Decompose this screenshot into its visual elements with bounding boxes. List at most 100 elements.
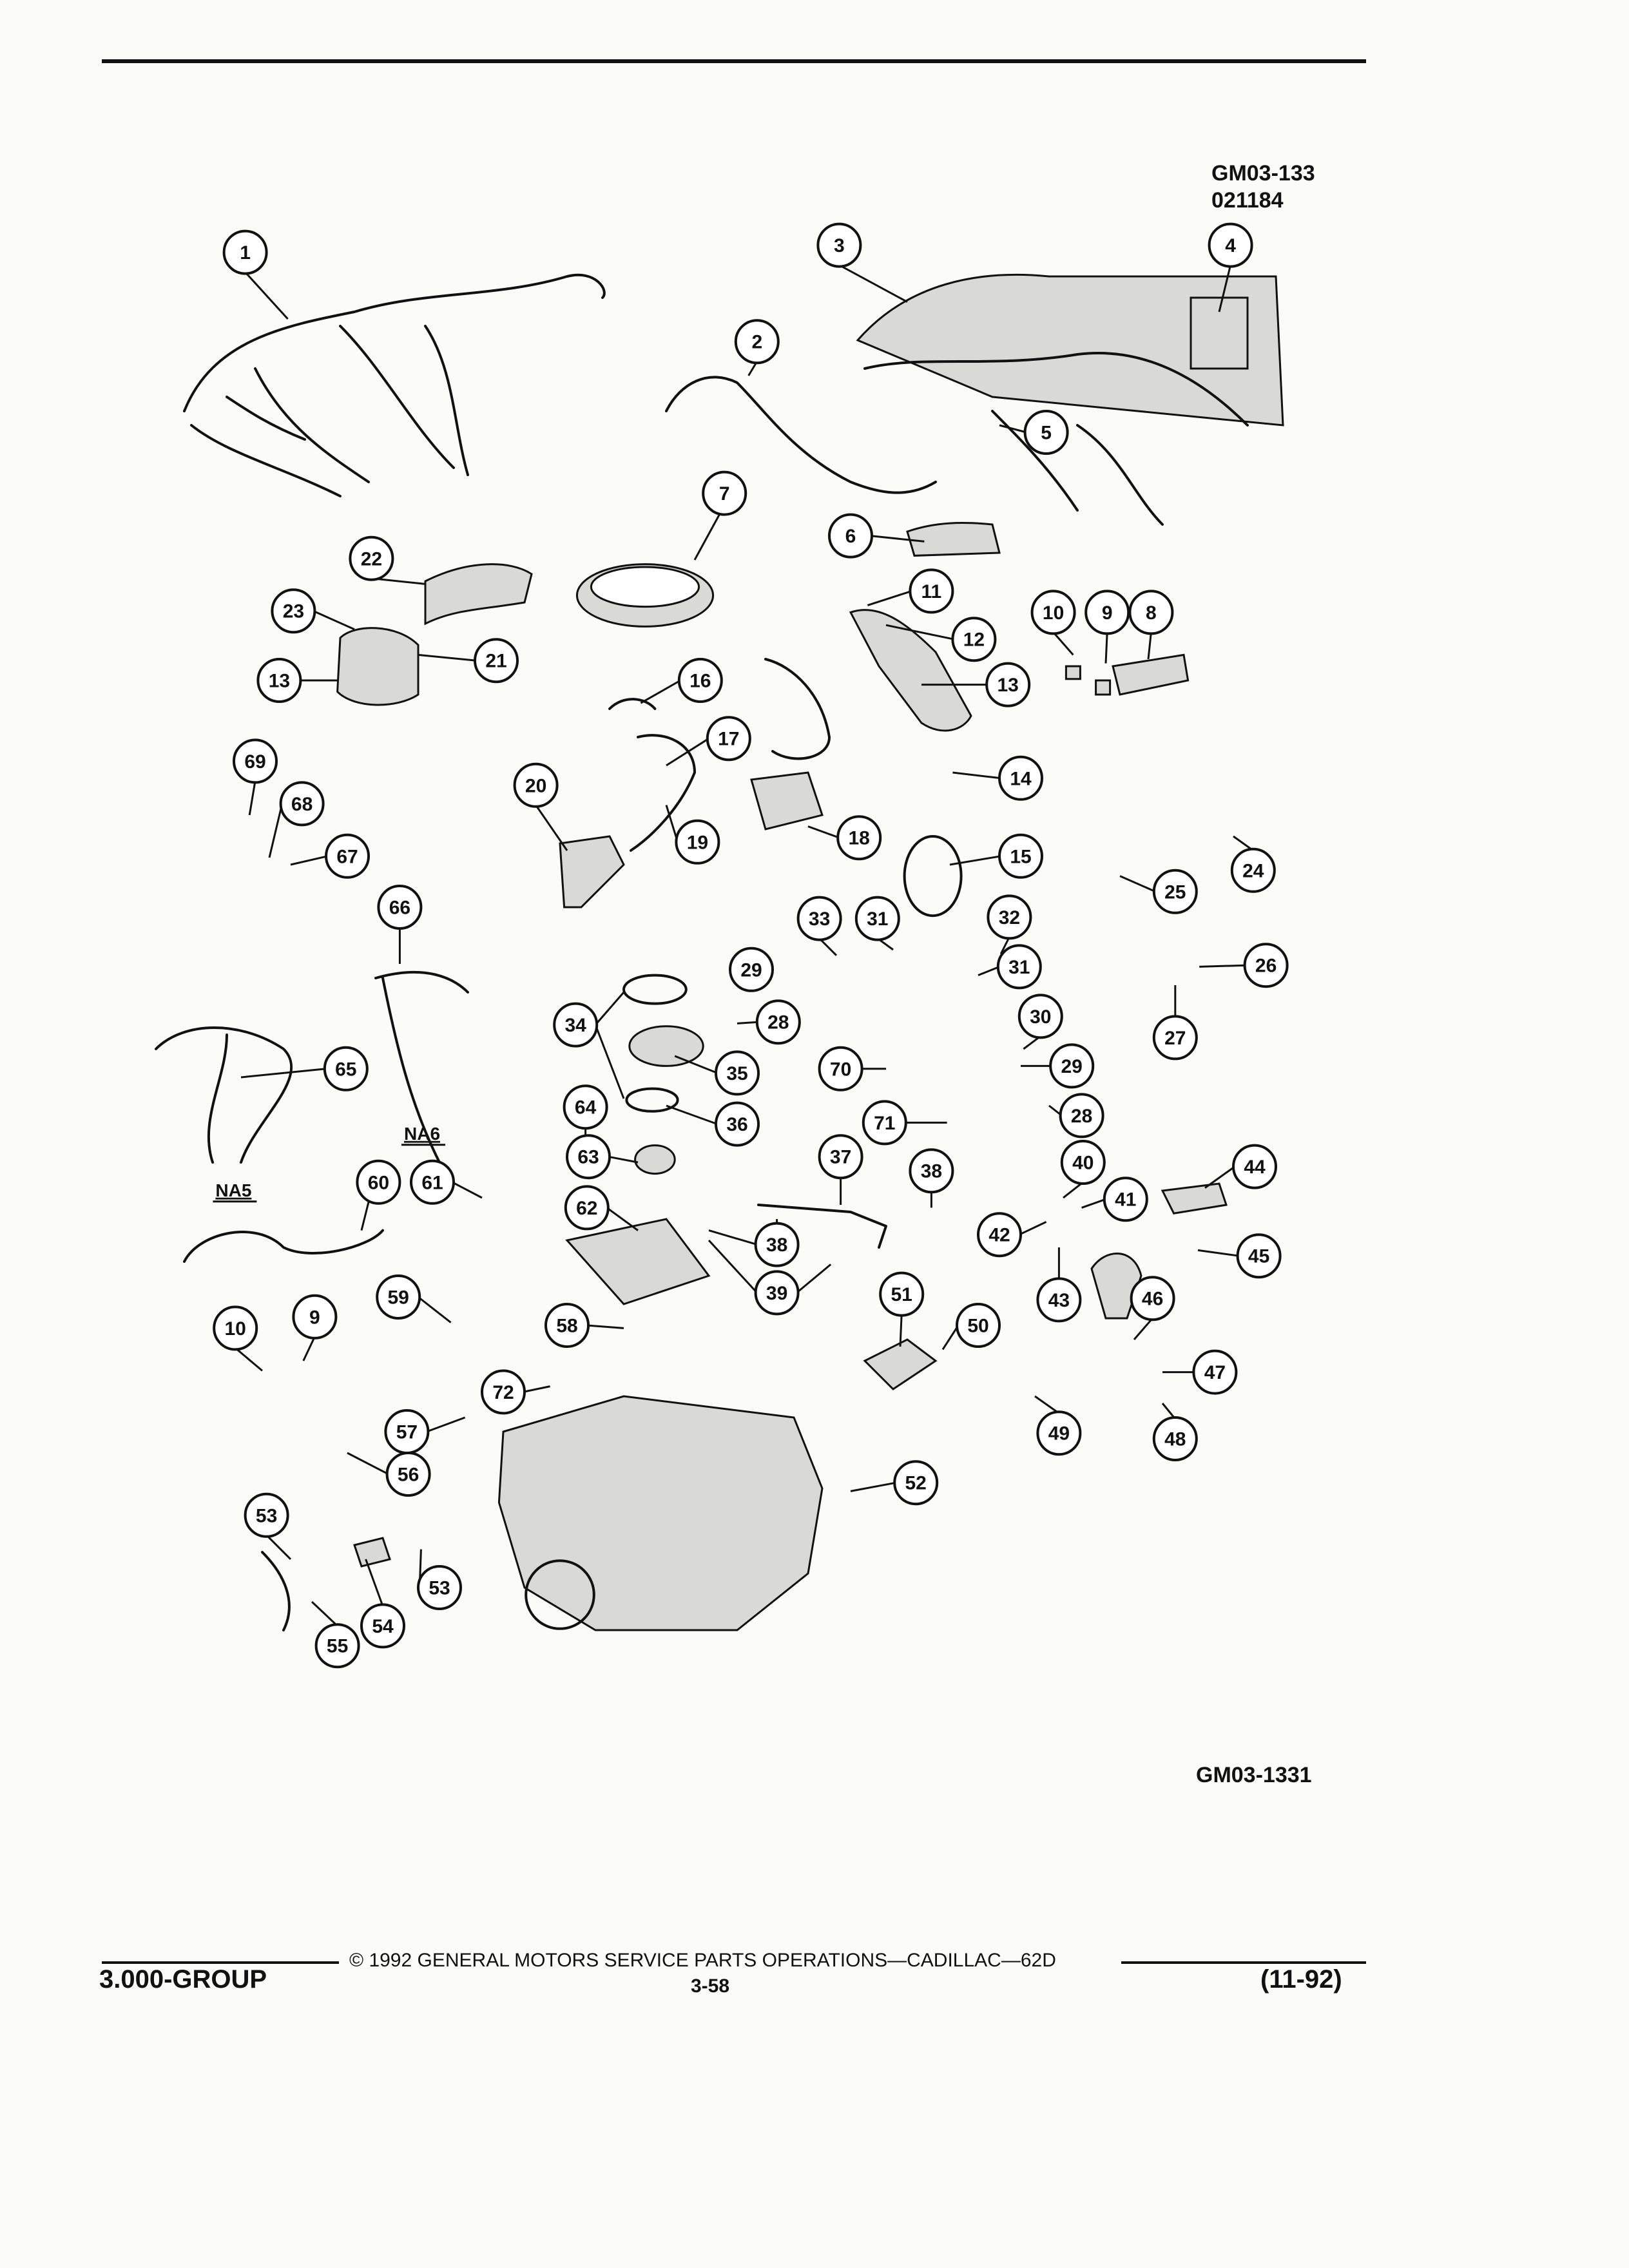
callout-36: 36	[715, 1101, 760, 1147]
callout-61: 61	[410, 1159, 455, 1205]
callout-circle	[222, 229, 268, 275]
callout-circle	[1103, 1177, 1148, 1222]
group-label: 3.000-GROUP	[99, 1965, 267, 1994]
callout-number: 28	[1071, 1106, 1092, 1127]
callout-3: 3	[816, 222, 862, 268]
callout-circle	[256, 658, 302, 703]
callout-number: 38	[766, 1235, 787, 1256]
callout-41: 41	[1103, 1177, 1148, 1222]
leader-line	[737, 1021, 759, 1024]
callout-number: 70	[830, 1059, 851, 1080]
callout-number: 49	[1048, 1423, 1070, 1445]
leader-line	[838, 264, 908, 303]
callout-65: 65	[323, 1046, 369, 1091]
harness-label-na6: NA6	[404, 1124, 440, 1144]
footer-rule-left	[102, 1961, 339, 1964]
callout-56: 56	[385, 1452, 431, 1497]
callout-10: 10	[213, 1305, 258, 1351]
callout-number: 4	[1225, 235, 1236, 256]
callout-number: 63	[577, 1147, 599, 1168]
callout-40: 40	[1060, 1140, 1106, 1185]
leader-line	[426, 1416, 466, 1433]
leader-line	[867, 590, 912, 606]
callout-31: 31	[996, 944, 1042, 990]
callout-number: 32	[999, 907, 1020, 928]
callout-47: 47	[1192, 1349, 1238, 1395]
leader-line	[586, 1324, 624, 1329]
part-illustrations	[155, 273, 1284, 1631]
callout-28: 28	[1059, 1093, 1104, 1139]
leader-line	[708, 1229, 758, 1246]
leader-line	[640, 679, 681, 704]
callout-30: 30	[1017, 994, 1063, 1039]
callout-48: 48	[1152, 1416, 1198, 1461]
callout-number: 62	[576, 1198, 597, 1219]
leader-line	[1119, 875, 1156, 893]
leader-line	[1147, 632, 1152, 660]
leader-lines	[235, 264, 1254, 1627]
callout-circle	[754, 1222, 800, 1267]
callout-number: 51	[891, 1284, 912, 1305]
gasket-34	[622, 974, 688, 1005]
leader-line	[240, 1068, 327, 1079]
callout-circle	[1059, 1093, 1104, 1139]
callout-number: 27	[1164, 1028, 1186, 1049]
leader-line	[523, 1385, 550, 1393]
leader-line	[850, 1481, 896, 1492]
callout-number: 23	[283, 601, 304, 622]
callout-circle	[816, 222, 862, 268]
callout-number: 25	[1164, 881, 1186, 903]
callout-number: 67	[336, 846, 358, 867]
leader-line	[606, 1207, 639, 1231]
callout-number: 16	[689, 671, 711, 692]
callout-circle	[1017, 994, 1063, 1039]
callout-circle	[377, 885, 423, 930]
callout-number: 12	[963, 629, 985, 651]
callout-35: 35	[715, 1050, 760, 1096]
callout-9: 9	[1084, 590, 1130, 635]
callout-number: 55	[327, 1636, 348, 1657]
leader-line	[313, 610, 355, 631]
clip-9	[1095, 679, 1112, 696]
callout-68: 68	[279, 781, 325, 827]
callout-circle	[862, 1100, 907, 1146]
callout-number: 64	[575, 1097, 597, 1119]
callout-number: 41	[1115, 1189, 1136, 1211]
callout-34: 34	[553, 1002, 599, 1048]
callout-circle	[1030, 590, 1076, 635]
callout-2: 2	[734, 319, 780, 365]
callout-44: 44	[1232, 1144, 1277, 1189]
leader-line	[418, 1296, 452, 1323]
callout-circle	[1230, 847, 1276, 893]
callout-circle	[1084, 590, 1130, 635]
leader-line	[999, 936, 1010, 955]
callout-circle	[481, 1369, 526, 1415]
callout-number: 53	[256, 1505, 277, 1526]
callout-18: 18	[836, 815, 882, 861]
leader-line	[268, 803, 284, 858]
callout-51: 51	[879, 1271, 925, 1317]
callout-50: 50	[956, 1303, 1001, 1348]
callout-57: 57	[384, 1409, 430, 1454]
callout-70: 70	[818, 1046, 863, 1091]
leader-line	[999, 424, 1027, 434]
leader-line	[1204, 1166, 1236, 1189]
callout-circle	[1036, 1410, 1082, 1456]
callout-13: 13	[985, 662, 1031, 707]
leader-line	[949, 855, 1001, 866]
callout-number: 34	[565, 1015, 587, 1036]
callout-64: 64	[563, 1084, 608, 1130]
leader-line	[418, 653, 477, 662]
gasket-36	[625, 1087, 679, 1113]
callout-circle	[796, 896, 842, 941]
callout-number: 50	[967, 1316, 988, 1337]
leader-line	[666, 1104, 718, 1126]
callout-number: 14	[1010, 768, 1032, 789]
callout-number: 11	[921, 581, 942, 602]
page-number: 3-58	[691, 1975, 730, 1997]
callout-circle	[323, 1046, 369, 1091]
egr-valve-63	[634, 1144, 676, 1175]
callout-circle	[956, 1303, 1001, 1348]
